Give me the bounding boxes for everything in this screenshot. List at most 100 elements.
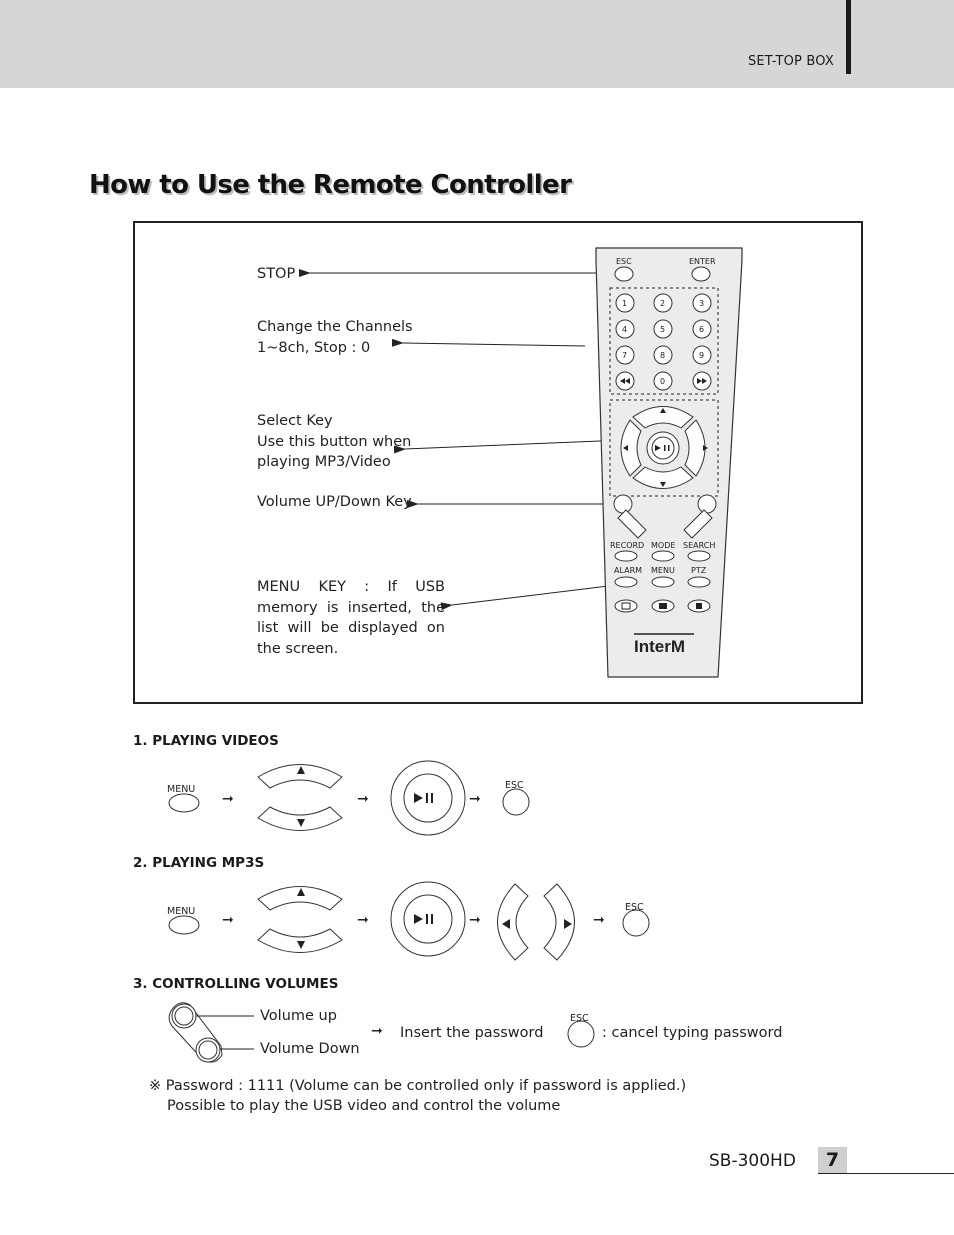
remote-volume-paddle-left (617, 509, 647, 539)
section-playing-mp3s: 2. PLAYING MP3S (133, 855, 265, 871)
arrow-right-icon: ➞ (222, 791, 234, 807)
callout-volume: Volume UP/Down Key (257, 494, 412, 510)
direction-pad[interactable] (620, 406, 708, 489)
volume-up-button[interactable] (171, 1003, 197, 1029)
play-pause-icon (414, 914, 423, 924)
svg-text:4: 4 (622, 325, 627, 334)
esc-button-2[interactable] (622, 909, 650, 937)
callout-channels: Change the Channels 1~8ch, Stop : 0 (257, 319, 413, 356)
remote-diagram-frame (133, 221, 863, 704)
remote-esc-label: ESC (616, 257, 632, 266)
remote-esc-button[interactable] (614, 266, 634, 282)
up-icon (297, 766, 305, 774)
svg-text:SEARCH: SEARCH (683, 541, 715, 550)
left-button[interactable] (497, 883, 529, 961)
page-number: 7 (818, 1147, 847, 1174)
arrow-right-icon: ➞ (371, 1023, 383, 1039)
arrow-right-icon: ➞ (357, 791, 369, 807)
menu-button-1[interactable] (168, 793, 200, 813)
svg-text:MODE: MODE (651, 541, 675, 550)
svg-text:8: 8 (660, 351, 665, 360)
menu-label-2: MENU (167, 906, 195, 917)
usb-note: Possible to play the USB video and contr… (167, 1098, 561, 1114)
arrow-channels (391, 338, 586, 347)
svg-text:2: 2 (660, 299, 665, 308)
remote-enter-button[interactable] (691, 266, 711, 282)
play-pause-icon (655, 445, 661, 451)
arrow-right-icon: ➞ (593, 912, 605, 928)
right-icon (564, 919, 572, 929)
header-divider (846, 0, 851, 74)
esc-button-1[interactable] (502, 788, 530, 816)
callout-menu-key: MENU KEY : If USB memory is inserted, th… (257, 579, 445, 657)
up-button-2[interactable] (257, 886, 343, 911)
esc-label-2: ESC (625, 902, 644, 913)
down-button-1[interactable] (257, 806, 343, 831)
svg-text:1: 1 (622, 299, 627, 308)
svg-text:3: 3 (699, 299, 704, 308)
down-button-2[interactable] (257, 928, 343, 953)
volume-down-button[interactable] (195, 1037, 221, 1063)
left-icon (502, 919, 510, 929)
right-icon (703, 445, 708, 451)
svg-text:MENU: MENU (651, 566, 675, 575)
up-icon (297, 888, 305, 896)
remote-record-button[interactable] (614, 550, 638, 562)
down-icon (297, 941, 305, 949)
down-icon (297, 819, 305, 827)
model-name: SB-300HD (709, 1151, 796, 1171)
svg-text:7: 7 (622, 351, 627, 360)
remote-menu-button[interactable] (651, 576, 675, 588)
esc-button-3[interactable] (567, 1020, 595, 1048)
header-label: SET-TOP BOX (747, 54, 834, 69)
remote-alarm-button[interactable] (614, 576, 638, 588)
arrow-right-icon: ➞ (357, 912, 369, 928)
remote-search-button[interactable] (687, 550, 711, 562)
esc-label-1: ESC (505, 780, 524, 791)
cancel-password-label: : cancel typing password (602, 1025, 783, 1041)
arrow-right-icon: ➞ (469, 912, 481, 928)
svg-text:6: 6 (699, 325, 704, 334)
svg-text:9: 9 (699, 351, 704, 360)
up-button-1[interactable] (257, 764, 343, 789)
remote-volume-paddle-right (683, 509, 713, 539)
remote-ptz-button[interactable] (687, 576, 711, 588)
remote-enter-label: ENTER (689, 257, 716, 266)
svg-text:0: 0 (660, 377, 665, 386)
right-button[interactable] (543, 883, 575, 961)
remote-mode-button[interactable] (651, 550, 675, 562)
play-pause-icon (414, 793, 423, 803)
insert-password-label: Insert the password (400, 1025, 544, 1041)
footer-rule (818, 1173, 954, 1174)
fast-forward-icon (697, 378, 707, 384)
rewind-icon (620, 378, 630, 384)
svg-text:5: 5 (660, 325, 665, 334)
full-screen-icon (696, 603, 702, 609)
grid-icon (659, 603, 667, 609)
esc-label-3: ESC (570, 1013, 589, 1024)
select-group (609, 399, 719, 497)
password-note: ※ Password : 1111 (Volume can be control… (149, 1078, 687, 1094)
volume-up-label: Volume up (260, 1008, 337, 1024)
numpad-keys[interactable]: 1 2 3 4 5 6 7 8 9 0 (615, 293, 712, 391)
split-icon (621, 602, 631, 610)
page-title: How to Use the Remote Controller (89, 170, 572, 200)
numpad-group (609, 287, 719, 395)
page-header (0, 0, 954, 88)
arrow-right-icon: ➞ (222, 912, 234, 928)
arrow-select (393, 439, 626, 454)
left-icon (623, 445, 628, 451)
callout-stop: STOP (257, 266, 296, 282)
down-icon (660, 482, 666, 487)
svg-text:PTZ: PTZ (691, 566, 707, 575)
section-controlling-volumes: 3. CONTROLLING VOLUMES (133, 976, 339, 992)
menu-button-2[interactable] (168, 915, 200, 935)
menu-label-1: MENU (167, 784, 195, 795)
remote-split-button[interactable] (614, 599, 638, 613)
callout-select-key: Select Key Use this button when playing … (257, 413, 412, 470)
arrow-right-icon: ➞ (469, 791, 481, 807)
section-playing-videos: 1. PLAYING VIDEOS (133, 733, 279, 749)
volume-down-label: Volume Down (260, 1041, 360, 1057)
